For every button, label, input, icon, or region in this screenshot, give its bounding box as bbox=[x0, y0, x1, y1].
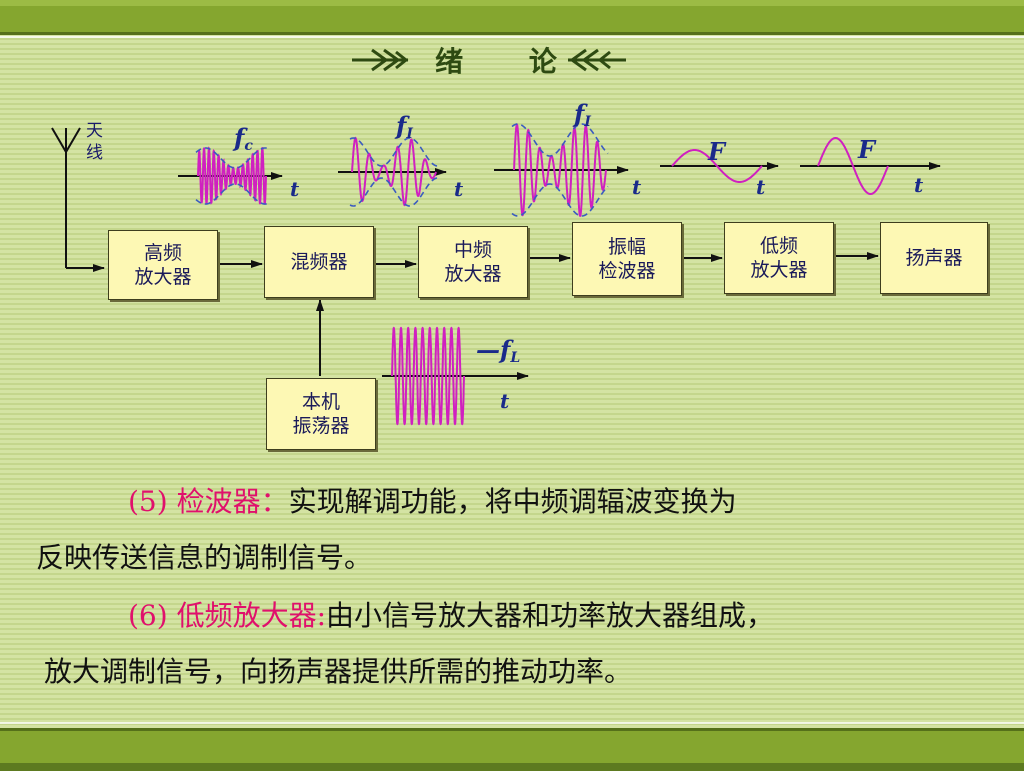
label-t-4: t bbox=[756, 175, 766, 199]
top-bar bbox=[0, 0, 1024, 35]
paragraph-detector-line-2: 反映传送信息的调制信号。 bbox=[36, 541, 373, 574]
text-detector-desc-1: 实现解调功能，将中频调辐波变换为 bbox=[288, 485, 737, 518]
paragraph-af-line-1: (6) 低频放大器:由小信号放大器和功率放大器组成， bbox=[36, 588, 1016, 644]
top-bar-highlight bbox=[0, 0, 1024, 6]
bottom-bar-shadow bbox=[0, 763, 1024, 771]
paragraph-detector: (5) 检波器：实现解调功能，将中频调辐波变换为 反映传送信息的调制信号。 bbox=[36, 474, 996, 586]
term-af-amplifier: (6) 低频放大器: bbox=[128, 599, 326, 632]
label-F-1: F bbox=[707, 137, 727, 166]
label-fi-1: fI bbox=[394, 111, 413, 142]
block-speaker: 扬声器 bbox=[880, 222, 988, 294]
waveform-F-2 bbox=[800, 137, 941, 195]
block-mixer: 混频器 bbox=[264, 226, 374, 298]
slide-title: 绪 论 bbox=[435, 45, 585, 78]
bottom-bar bbox=[0, 728, 1024, 771]
text-af-desc-1: 由小信号放大器和功率放大器组成， bbox=[326, 599, 775, 632]
block-connectors bbox=[218, 252, 879, 376]
paragraph-af-line-2: 放大调制信号，向扬声器提供所需的推动功率。 bbox=[44, 655, 633, 688]
paragraph-af-amplifier: (6) 低频放大器:由小信号放大器和功率放大器组成， 放大调制信号，向扬声器提供… bbox=[36, 588, 1016, 700]
block-rf-amplifier: 高频 放大器 bbox=[108, 230, 218, 300]
label-fi-2: fI bbox=[572, 99, 591, 130]
block-if-amplifier: 中频 放大器 bbox=[418, 226, 528, 298]
waveform-fc bbox=[178, 146, 283, 205]
label-t-2: t bbox=[454, 177, 464, 201]
label-fc: fc bbox=[232, 123, 253, 154]
antenna-icon bbox=[51, 127, 105, 272]
waveform-fi-1 bbox=[338, 136, 447, 207]
title-ornament-right bbox=[568, 48, 626, 72]
label-t-3: t bbox=[632, 175, 642, 199]
term-detector: (5) 检波器： bbox=[128, 485, 289, 518]
label-t-1: t bbox=[290, 177, 300, 201]
block-local-oscillator: 本机 振荡器 bbox=[266, 378, 376, 450]
title-ornament-left bbox=[352, 48, 409, 72]
bottom-frame-line bbox=[0, 722, 1024, 724]
top-frame-line bbox=[0, 36, 1024, 38]
label-F-2: F bbox=[857, 135, 877, 164]
label-fl: —fL bbox=[476, 335, 520, 366]
antenna-label: 天线 bbox=[86, 121, 103, 163]
waveform-fi-2 bbox=[494, 123, 629, 217]
block-am-detector: 振幅 检波器 bbox=[572, 222, 682, 296]
waveform-fl bbox=[382, 326, 529, 426]
waveform-F-1 bbox=[660, 149, 779, 183]
label-t-6: t bbox=[500, 389, 510, 413]
label-t-5: t bbox=[914, 173, 924, 197]
block-af-amplifier: 低频 放大器 bbox=[724, 222, 834, 294]
paragraph-detector-line-1: (5) 检波器：实现解调功能，将中频调辐波变换为 bbox=[36, 474, 996, 530]
